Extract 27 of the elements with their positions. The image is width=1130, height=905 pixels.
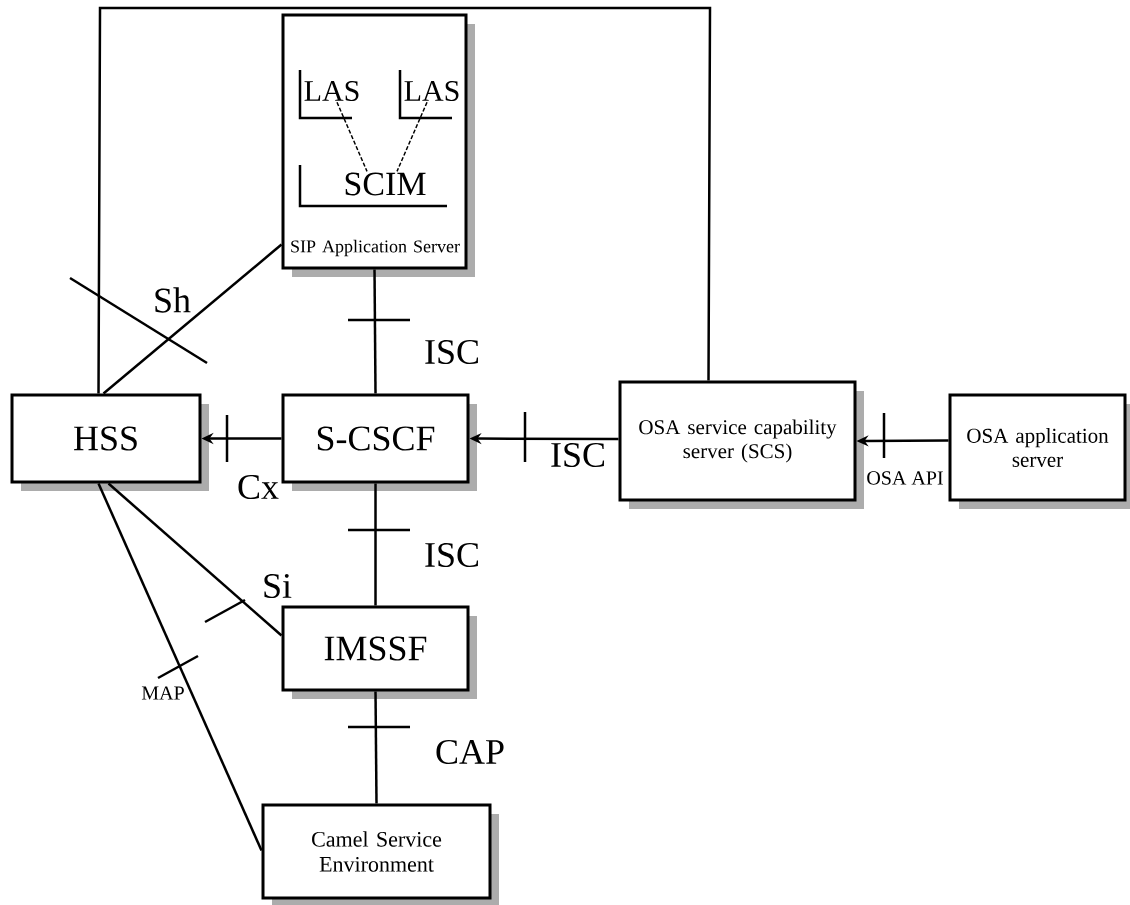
server-box: HSS xyxy=(10,393,209,491)
connector-line xyxy=(97,483,263,851)
dashed-line xyxy=(336,101,368,173)
interface-label: MAP xyxy=(140,685,186,701)
interface-label: Si xyxy=(261,572,293,600)
interface-label: Cx xyxy=(236,473,280,501)
connector-line xyxy=(374,483,377,606)
bracket-label: SCIM xyxy=(298,165,447,208)
connector-line xyxy=(107,482,283,637)
server-box: OSA service capability server (SCS) xyxy=(618,380,864,509)
connector-line xyxy=(102,243,283,395)
interface-label: CAP xyxy=(434,738,506,766)
dashed-line xyxy=(396,101,428,173)
server-box: Camel Service Environment xyxy=(261,803,499,905)
connector-line xyxy=(97,6,712,394)
interface-label: OSA API xyxy=(865,470,945,486)
connector-line xyxy=(374,691,378,804)
interface-label: ISC xyxy=(423,338,481,366)
bracket-label: LAS xyxy=(298,70,359,120)
interface-label: ISC xyxy=(423,541,481,569)
server-box: IMSSF xyxy=(281,605,477,699)
interface-label: ISC xyxy=(549,441,607,469)
server-box: S-CSCF xyxy=(281,393,477,491)
bracket-label: LAS xyxy=(398,70,459,120)
interface-label: Sh xyxy=(152,286,192,314)
connector-line xyxy=(373,269,377,394)
server-box: OSA application server xyxy=(948,393,1130,509)
